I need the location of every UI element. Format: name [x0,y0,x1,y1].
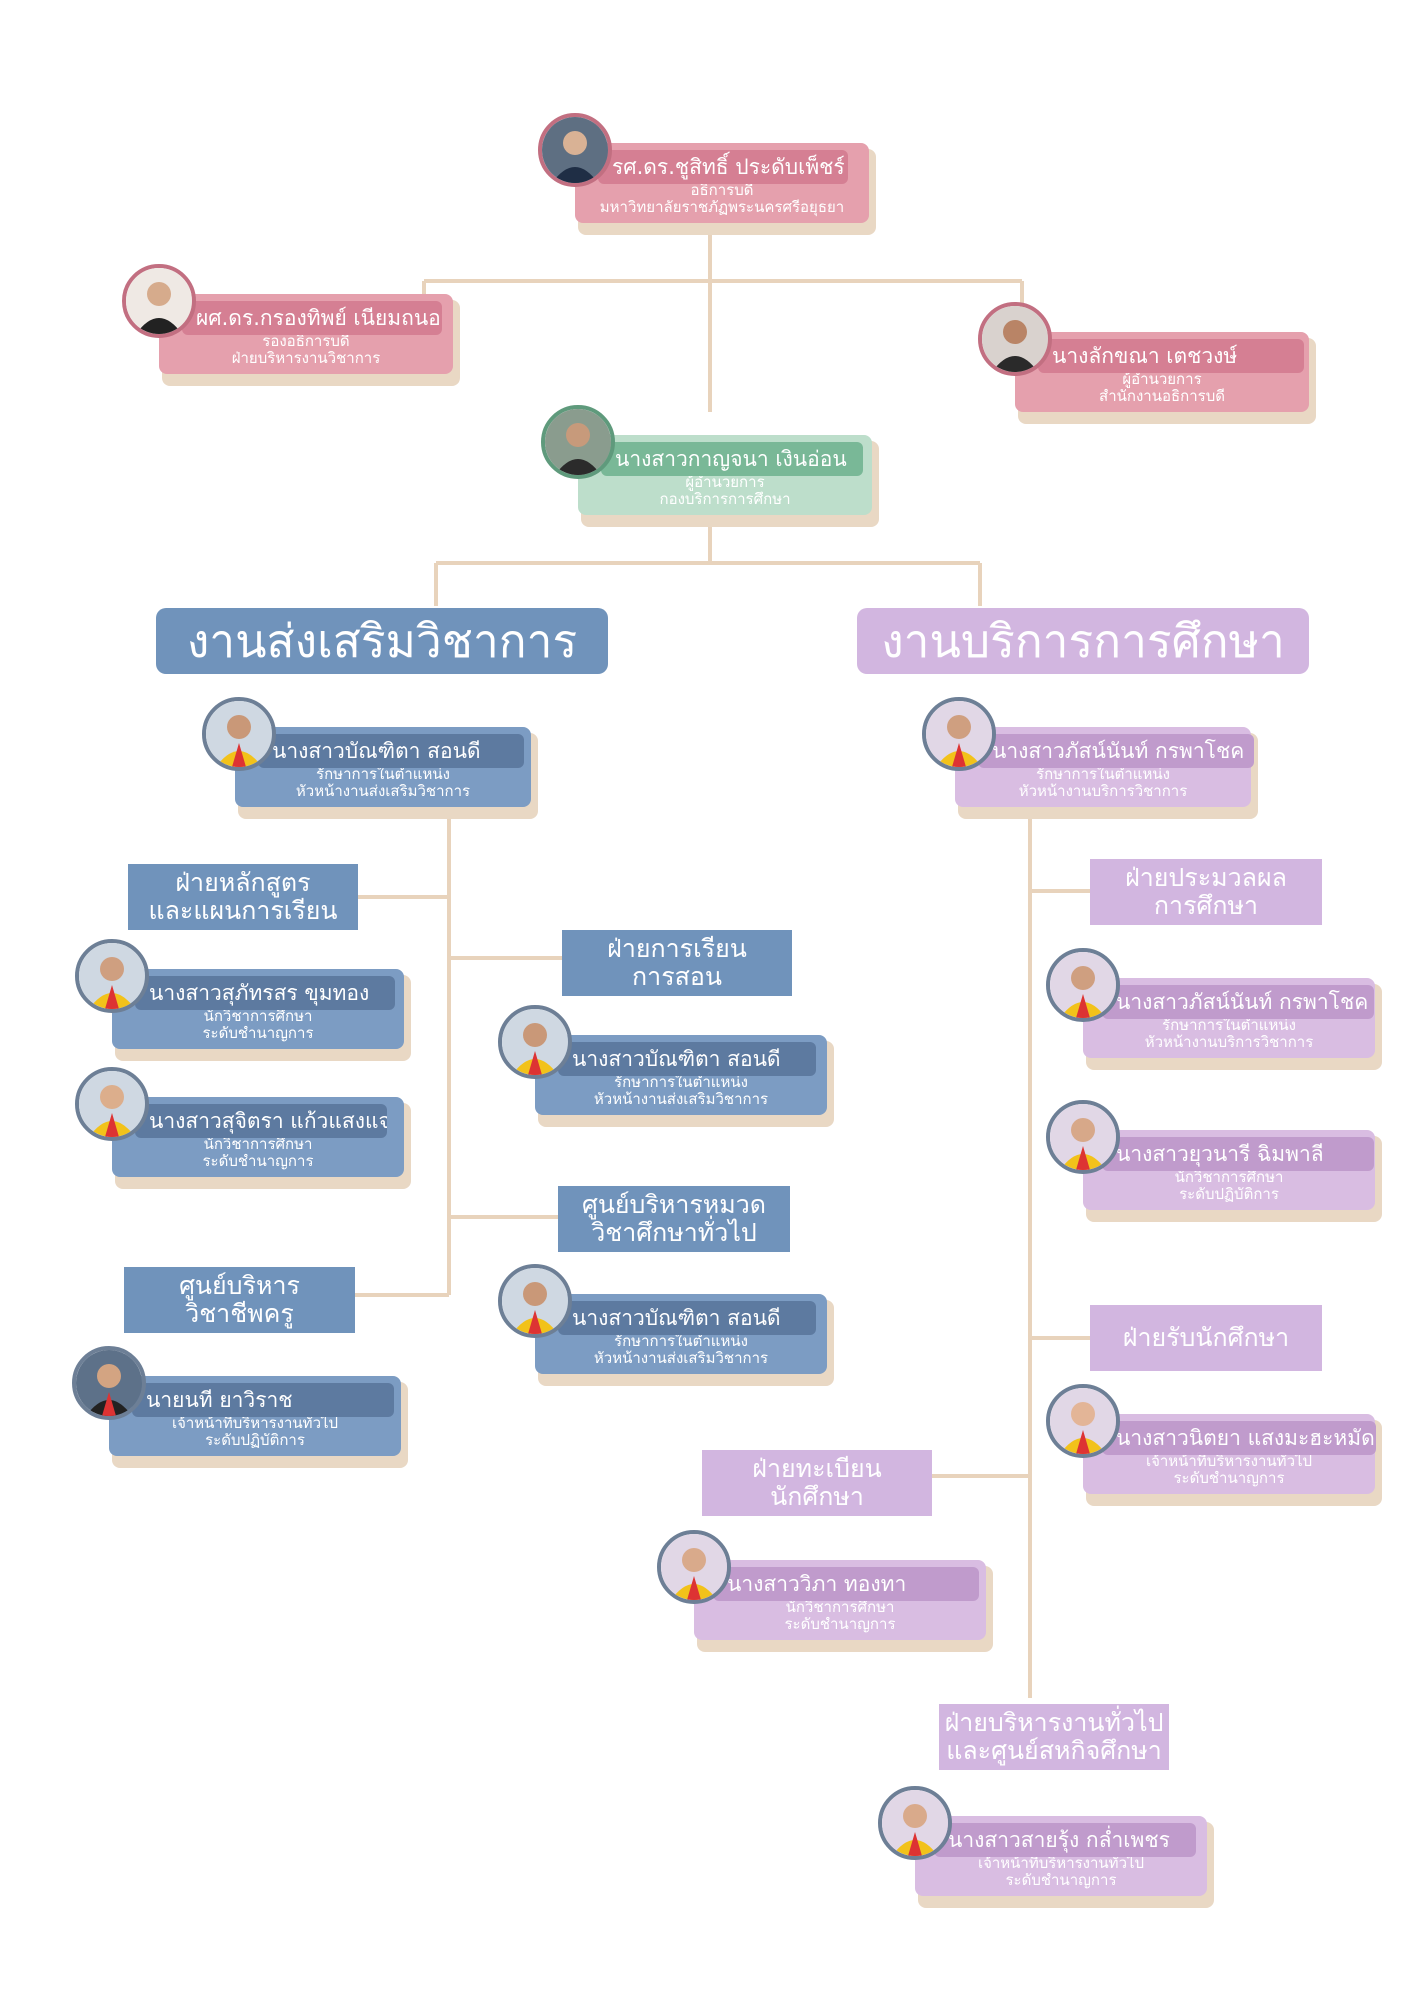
unit-label-line: ฝ่ายการเรียน [607,934,747,963]
title-line: ระดับชำนาญการ [202,1024,314,1042]
unit-admission: ฝ่ายรับนักศึกษา [1090,1305,1322,1371]
unit-label-line: ฝ่ายทะเบียน [752,1454,882,1483]
title-line: ระดับชำนาญการ [1173,1469,1285,1487]
title-line: ระดับชำนาญการ [784,1615,896,1633]
name-bar: นางสาวสายรุ้ง กล่ำเพชร [934,1823,1196,1857]
title-line: ระดับปฏิบัติการ [205,1431,305,1449]
avatar [1046,1384,1120,1458]
title-line: นักวิชาการศึกษา [203,1007,313,1025]
title-line: หัวหน้างานบริการวิชาการ [1018,782,1188,800]
avatar [498,1005,572,1079]
title-line: ผู้อำนวยการ [685,473,765,491]
unit-general-admin: ฝ่ายบริหารงานทั่วไป และศูนย์สหกิจศึกษา [939,1704,1169,1770]
name-bar: นางสาวภัสน์นันท์ กรพาโชค [1102,985,1374,1019]
title-line: เจ้าหน้าที่บริหารงานทั่วไป [171,1414,339,1432]
avatar [122,264,196,338]
title-line: ผู้อำนวยการ [1122,370,1202,388]
name-bar: รศ.ดร.ชูสิทธิ์ ประดับเพ็ชร์ [598,150,848,184]
unit-label-line: การสอน [632,962,722,991]
unit-evaluation: ฝ่ายประมวลผล การศึกษา [1090,859,1322,925]
title-line: หัวหน้างานส่งเสริมวิชาการ [295,782,471,800]
unit-label-line: วิชาศึกษาทั่วไป [591,1218,757,1247]
title-line: เจ้าหน้าที่บริหารงานทั่วไป [977,1854,1145,1872]
unit-label-line: ฝ่ายบริหารงานทั่วไป [944,1708,1164,1737]
section-education-service: งานบริการการศึกษา [857,608,1309,674]
title-line: รักษาการในตำแหน่ง [1036,765,1170,783]
title-line: รักษาการในตำแหน่ง [614,1332,748,1350]
title-line: หัวหน้างานส่งเสริมวิชาการ [593,1349,769,1367]
unit-label-line: ศูนย์บริหาร [179,1271,300,1300]
unit-professional-teaching: ศูนย์บริหาร วิชาชีพครู [124,1267,355,1333]
title-line: นักวิชาการศึกษา [785,1598,895,1616]
unit-general-education: ศูนย์บริหารหมวด วิชาศึกษาทั่วไป [558,1186,790,1252]
title-line: อธิการบดี [690,181,754,199]
unit-label-line: การศึกษา [1153,891,1259,920]
unit-curriculum: ฝ่ายหลักสูตร และแผนการเรียน [128,864,358,930]
title-line: ฝ่ายบริหารงานวิชาการ [231,349,381,367]
title-line: เจ้าหน้าที่บริหารงานทั่วไป [1145,1452,1313,1470]
title-line: ระดับชำนาญการ [202,1152,314,1170]
title-line: นักวิชาการศึกษา [1174,1168,1284,1186]
unit-teaching: ฝ่ายการเรียน การสอน [562,930,792,996]
avatar [75,939,149,1013]
title-line: สำนักงานอธิการบดี [1099,387,1225,405]
name-bar: ผศ.ดร.กรองทิพย์ เนียมถนอม [182,301,442,335]
avatar [657,1530,731,1604]
name-bar: นางลักขณา เตชวงษ์ [1038,339,1304,373]
unit-label-line: และแผนการเรียน [148,896,338,925]
name-bar: นางสาวบัณฑิตา สอนดี [258,734,524,768]
name-bar: นายนที ยาวิราช [132,1383,394,1417]
unit-label-line: ฝ่ายประมวลผล [1125,863,1287,892]
avatar [878,1786,952,1860]
section-academic-promotion: งานส่งเสริมวิชาการ [156,608,608,674]
title-line: ระดับชำนาญการ [1005,1871,1117,1889]
avatar [541,405,615,479]
title-line: รักษาการในตำแหน่ง [316,765,450,783]
unit-label-line: ฝ่ายหลักสูตร [175,868,311,897]
name-bar: นางสาวบัณฑิตา สอนดี [558,1042,816,1076]
name-bar: นางสาวสุจิตรา แก้วแสงแจ่ม [135,1104,387,1138]
avatar [922,697,996,771]
title-line: รักษาการในตำแหน่ง [1162,1016,1296,1034]
name-bar: นางสาวสุภัทรสร ขุมทอง [135,976,395,1010]
title-line: กองบริการการศึกษา [659,490,791,508]
unit-label-line: นักศึกษา [770,1482,864,1511]
name-bar: นางสาววิภา ทองทา [713,1567,979,1601]
unit-label-line: และศูนย์สหกิจศึกษา [946,1736,1162,1765]
avatar [978,302,1052,376]
avatar [202,697,276,771]
title-line: ระดับปฏิบัติการ [1179,1185,1279,1203]
name-bar: นางสาวกาญจนา เงินอ่อน [601,442,863,476]
unit-label-line: ฝ่ายรับนักศึกษา [1122,1323,1290,1352]
avatar [498,1264,572,1338]
avatar [75,1067,149,1141]
avatar [1046,1100,1120,1174]
unit-label-line: วิชาชีพครู [185,1299,294,1328]
name-bar: นางสาวบัณฑิตา สอนดี [558,1301,816,1335]
avatar [72,1346,146,1420]
name-bar: นางสาวนิตยา แสงมะฮะหมัด [1102,1421,1376,1455]
title-line: รองอธิการบดี [262,332,350,350]
avatar [538,113,612,187]
avatar [1046,948,1120,1022]
title-line: มหาวิทยาลัยราชภัฏพระนครศรีอยุธยา [599,198,845,216]
unit-label-line: ศูนย์บริหารหมวด [581,1190,767,1219]
name-bar: นางสาวยุวนารี ฉิมพาลี [1102,1137,1374,1171]
title-line: รักษาการในตำแหน่ง [614,1073,748,1091]
unit-registration: ฝ่ายทะเบียน นักศึกษา [702,1450,932,1516]
title-line: นักวิชาการศึกษา [203,1135,313,1153]
title-line: หัวหน้างานส่งเสริมวิชาการ [593,1090,769,1108]
name-bar: นางสาวภัสน์นันท์ กรพาโชค [978,734,1254,768]
title-line: หัวหน้างานบริการวิชาการ [1144,1033,1314,1051]
